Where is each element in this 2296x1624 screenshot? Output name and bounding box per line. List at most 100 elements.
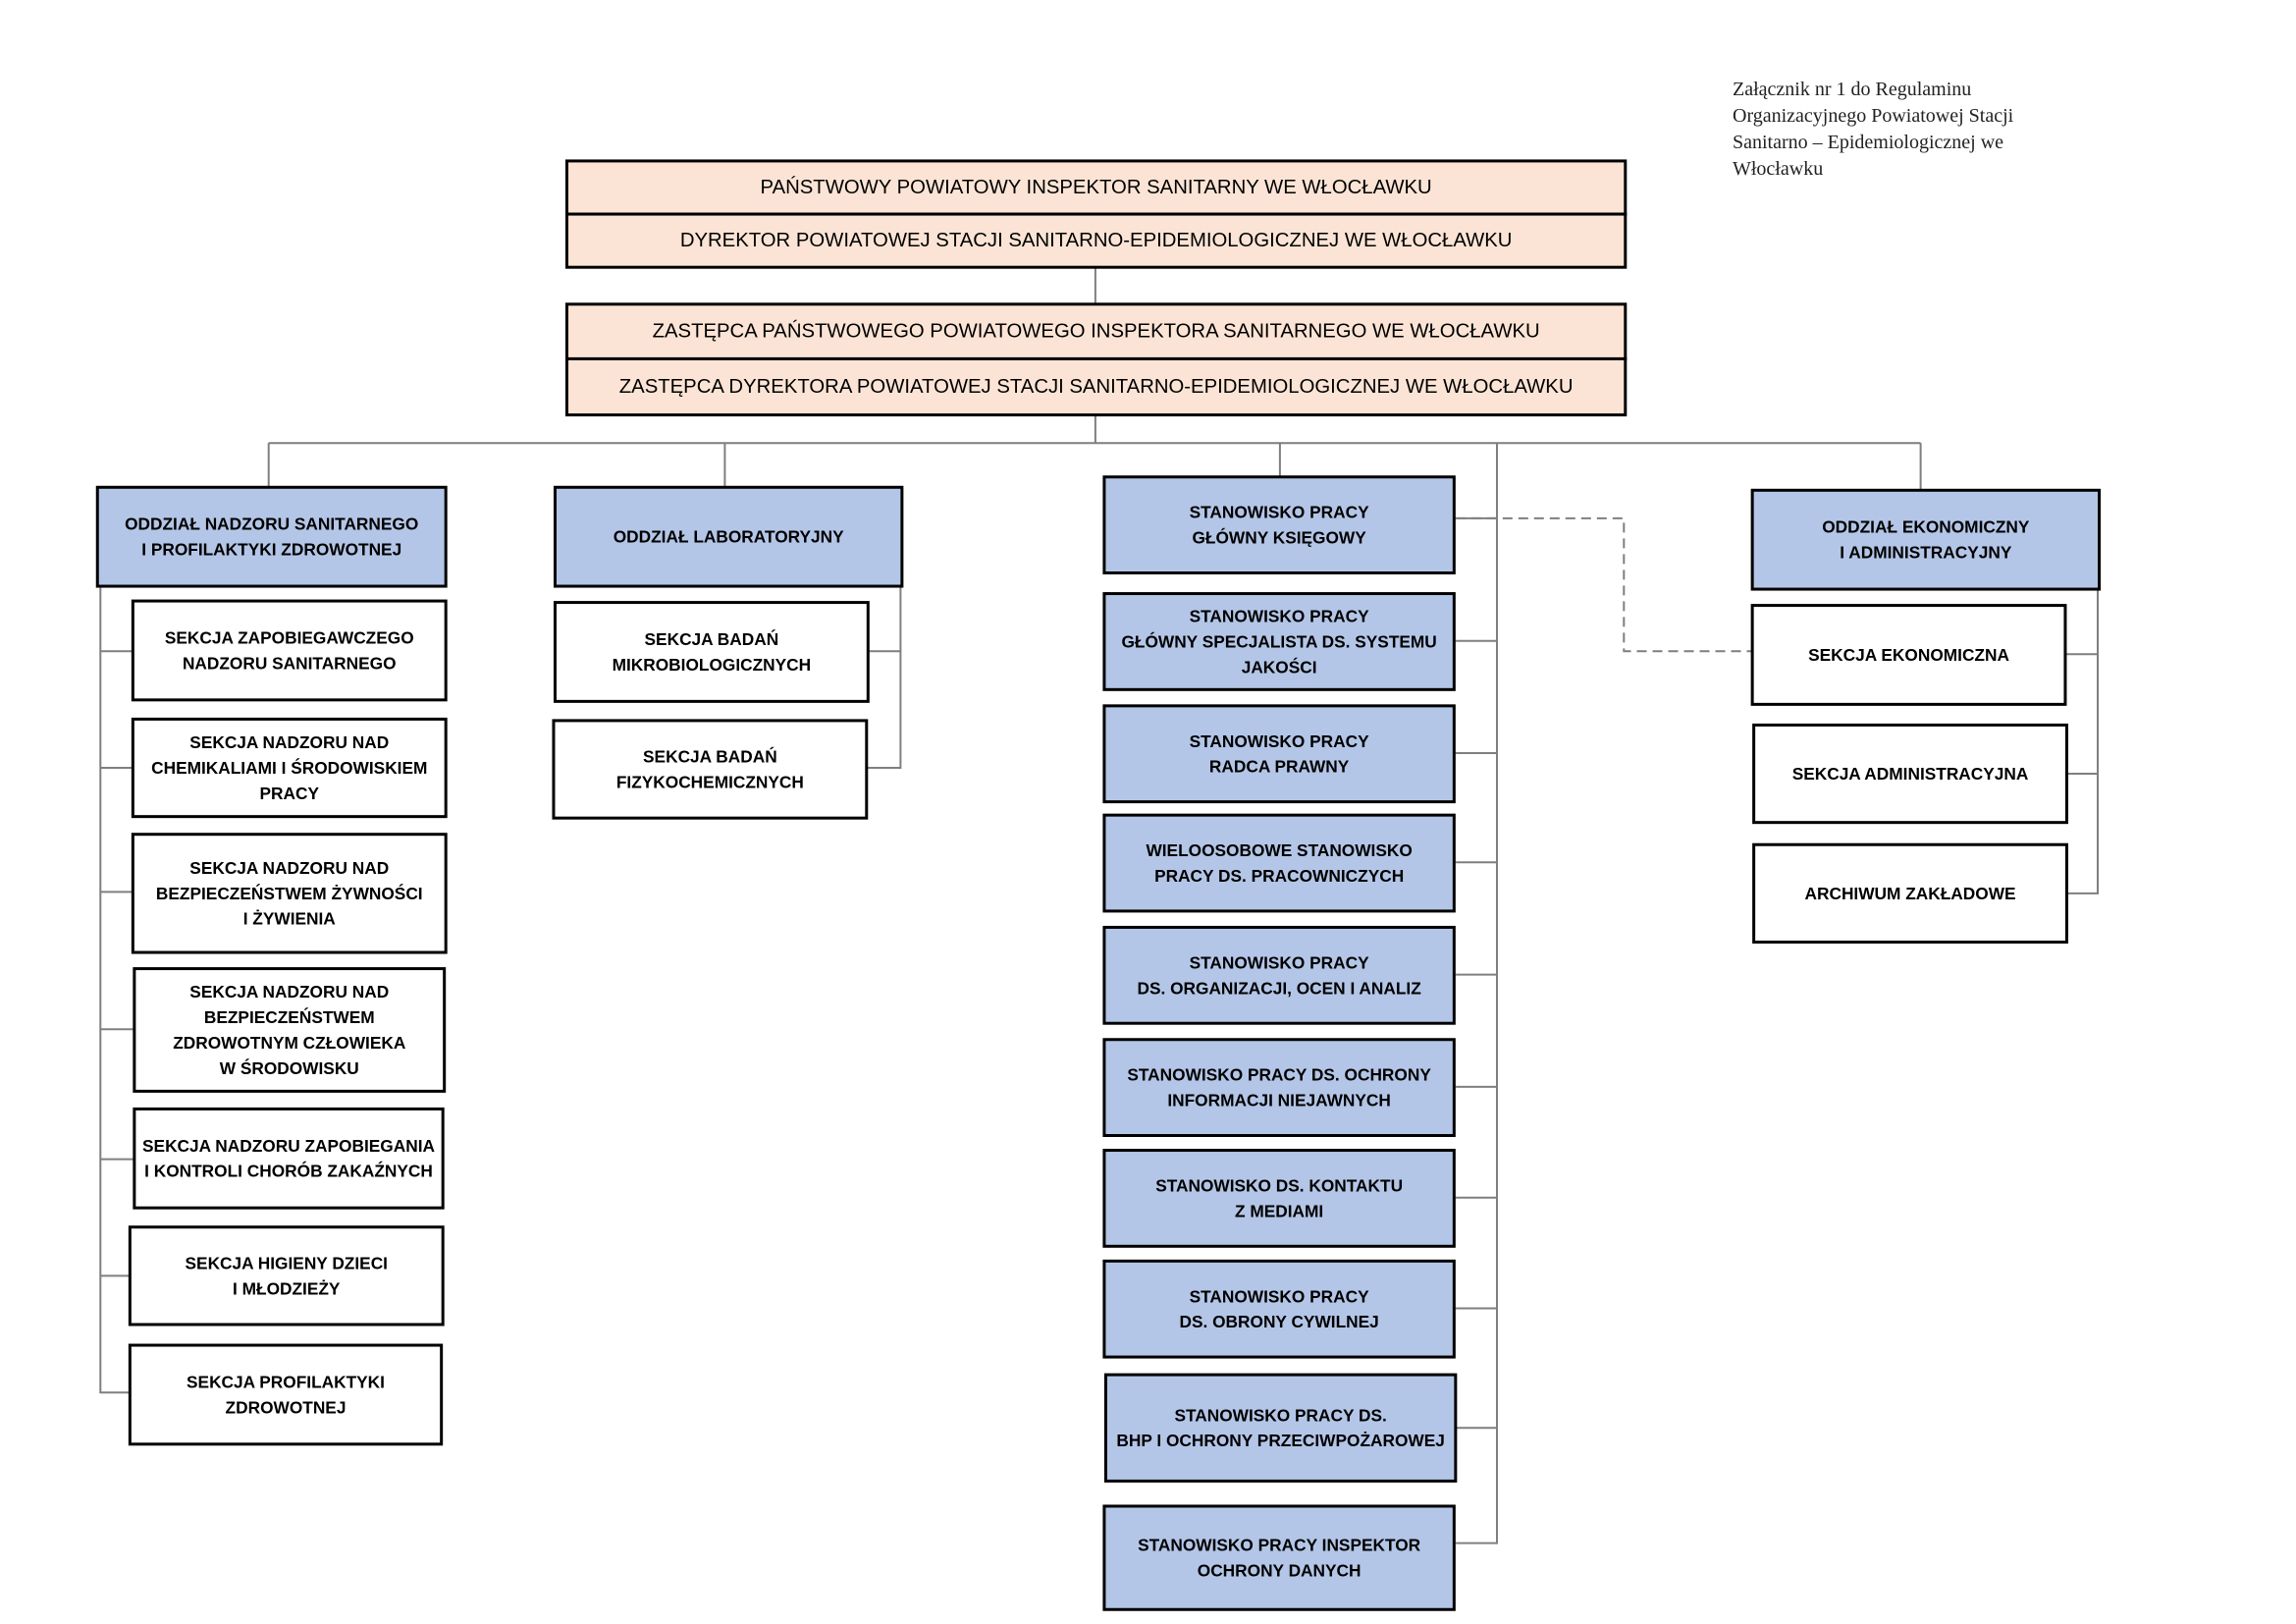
deputy-title-box: ZASTĘPCA PAŃSTWOWEGO POWIATOWEGO INSPEKT… [564, 302, 1628, 360]
sanitary-section-box-label: CHEMIKALIAMI I ŚRODOWISKIEM [151, 758, 427, 778]
economic-department-box-label: ODDZIAŁ EKONOMICZNY [1822, 517, 2030, 537]
sanitary-section-box-label: NADZORU SANITARNEGO [183, 653, 397, 673]
standalone-position-box-label: GŁÓWNY KSIĘGOWY [1192, 528, 1366, 548]
standalone-position-box-frame [1102, 475, 1456, 575]
economic-section-box-frame [1752, 723, 2068, 825]
economic-section-box-label: SEKCJA ADMINISTRACYJNA [1792, 764, 2029, 784]
chief-accountant-dashed-link [1455, 516, 1753, 653]
sanitary-department-box: ODDZIAŁ NADZORU SANITARNEGO I PROFILAKTYK… [95, 485, 448, 588]
standalone-position-box-label: Z MEDIAMI [1235, 1201, 1323, 1220]
standalone-position-box-label: STANOWISKO PRACY INSPEKTOR [1138, 1536, 1421, 1555]
economic-department-box-frame [1750, 488, 2102, 591]
standalone-position-box: STANOWISKO PRACY DS. OCHRONY INFORMACJI N… [1102, 1038, 1456, 1137]
standalone-position-box: STANOWISKO PRACY GŁÓWNY KSIĘGOWY [1102, 475, 1456, 575]
director-title-box-label: PAŃSTWOWY POWIATOWY INSPEKTOR SANITARNY … [761, 176, 1432, 198]
standalone-position-box-frame [1102, 1149, 1456, 1248]
sanitary-department-box-frame [95, 485, 448, 588]
sanitary-department-box-label: ODDZIAŁ NADZORU SANITARNEGO [125, 514, 418, 534]
sanitary-section-box-label: BEZPIECZEŃSTWEM ŻYWNOŚCI [156, 884, 423, 903]
economic-section-box: SEKCJA EKONOMICZNA [1750, 604, 2067, 706]
sanitary-section-box-label: SEKCJA ZAPOBIEGAWCZEGO [165, 628, 414, 648]
annex-note-line: Sanitarno – Epidemiologicznej we [1733, 132, 2004, 153]
sanitary-section-box-label: W ŚRODOWISKU [220, 1058, 359, 1078]
sanitary-section-box-frame [131, 599, 448, 702]
annex-note: Załącznik nr 1 do Regulaminu Organizacyj… [1733, 77, 2086, 183]
sanitary-section-box-label: SEKCJA NADZORU NAD [189, 982, 389, 1001]
standalone-position-box-label: BHP I OCHRONY PRZECIWPOŻAROWEJ [1116, 1431, 1444, 1450]
sanitary-department-box-label: I PROFILAKTYKI ZDROWOTNEJ [141, 540, 401, 560]
standalone-position-box: STANOWISKO PRACY DS. ORGANIZACJI, OCEN I … [1102, 925, 1456, 1025]
laboratory-section-box-frame [552, 719, 869, 820]
laboratory-department-box-frame [553, 485, 904, 588]
standalone-position-box-label: GŁÓWNY SPECJALISTA DS. SYSTEMU [1121, 631, 1436, 651]
laboratory-section-box-frame [553, 601, 870, 703]
economic-section-box: SEKCJA ADMINISTRACYJNA [1752, 723, 2068, 825]
director-title-box-frame [564, 159, 1628, 216]
standalone-position-box: STANOWISKO DS. KONTAKTU Z MEDIAMI [1102, 1149, 1456, 1248]
laboratory-spine [866, 586, 902, 769]
sanitary-section-box: SEKCJA ZAPOBIEGAWCZEGO NADZORU SANITARNEG… [131, 599, 448, 702]
economic-section-box-label: SEKCJA EKONOMICZNA [1808, 645, 2009, 665]
annex-note-line: Załącznik nr 1 do Regulaminu [1733, 79, 1972, 100]
standalone-position-box-frame [1102, 813, 1456, 913]
standalone-position-box-label: OCHRONY DANYCH [1198, 1561, 1362, 1581]
sanitary-section-box-label: I ŻYWIENIA [243, 909, 337, 929]
sanitary-section-box-label: SEKCJA NADZORU ZAPOBIEGANIA [142, 1136, 435, 1156]
economic-section-box: ARCHIWUM ZAKŁADOWE [1752, 842, 2068, 944]
economic-section-box-frame [1752, 842, 2068, 944]
sanitary-section-box-label: SEKCJA NADZORU NAD [189, 858, 389, 878]
standalone-position-box-frame [1102, 592, 1456, 691]
standalone-position-box-frame [1102, 1504, 1456, 1611]
sanitary-section-box-label: ZDROWOTNEJ [226, 1397, 347, 1417]
sanitary-section-box-frame [133, 967, 447, 1093]
standalone-position-box-label: DS. ORGANIZACJI, OCEN I ANALIZ [1137, 978, 1421, 998]
standalone-position-box: STANOWISKO PRACY GŁÓWNY SPECJALISTA DS. S… [1102, 592, 1456, 691]
standalone-position-box-label: STANOWISKO PRACY DS. [1174, 1405, 1386, 1425]
sanitary-section-box-label: BEZPIECZEŃSTWEM [204, 1007, 375, 1027]
sanitary-section-box-label: SEKCJA HIGIENY DZIECI [186, 1253, 388, 1272]
standalone-position-box-frame [1102, 1038, 1456, 1137]
sanitary-section-box-frame [131, 833, 448, 954]
sanitary-section-box-frame [128, 1225, 445, 1326]
annex-note-line: Organizacyjnego Powiatowej Stacji [1733, 105, 2014, 127]
economic-section-box-label: ARCHIWUM ZAKŁADOWE [1805, 884, 2016, 903]
deputy-title-box: ZASTĘPCA DYREKTORA POWIATOWEJ STACJI SAN… [564, 356, 1628, 417]
deputy-title-box-label: ZASTĘPCA DYREKTORA POWIATOWEJ STACJI SAN… [619, 376, 1574, 398]
annex-note-line: Włocławku [1733, 158, 1824, 180]
laboratory-department-box-label: ODDZIAŁ LABORATORYJNY [614, 527, 844, 547]
economic-section-box-frame [1750, 604, 2067, 706]
standalone-position-box: STANOWISKO PRACY DS. BHP I OCHRONY PRZECI… [1103, 1373, 1458, 1483]
sanitary-section-box-frame [128, 1343, 444, 1446]
sanitary-section-box: SEKCJA NADZORU NAD BEZPIECZEŃSTWEM ŻYWNOŚ… [131, 833, 448, 954]
deputy-title-box-frame [564, 356, 1628, 417]
standalone-position-box-label: STANOWISKO PRACY [1190, 503, 1370, 522]
standalone-position-box-label: INFORMACJI NIEJAWNYCH [1167, 1091, 1391, 1110]
standalone-position-box-frame [1102, 925, 1456, 1025]
director-title-box: PAŃSTWOWY POWIATOWY INSPEKTOR SANITARNY … [564, 159, 1628, 216]
laboratory-section-box-label: MIKROBIOLOGICZNYCH [613, 655, 812, 675]
deputy-title-box-frame [564, 302, 1628, 360]
sanitary-section-box: SEKCJA NADZORU ZAPOBIEGANIA I KONTROLI CH… [133, 1107, 445, 1210]
economic-department-box-label: I ADMINISTRACYJNY [1840, 543, 2012, 563]
sanitary-section-box-label: I KONTROLI CHORÓB ZAKAŹNYCH [144, 1162, 433, 1181]
standalone-position-box-label: STANOWISKO PRACY [1190, 952, 1370, 972]
standalone-position-box-label: STANOWISKO PRACY DS. OCHRONY [1127, 1065, 1431, 1085]
director-title-box-frame [564, 212, 1628, 269]
standalone-position-box-label: STANOWISKO PRACY [1190, 607, 1370, 626]
sanitary-section-box-frame [133, 1107, 445, 1210]
standalone-position-box-label: STANOWISKO DS. KONTAKTU [1155, 1175, 1403, 1195]
standalone-position-box-label: RADCA PRAWNY [1209, 757, 1350, 777]
standalone-position-box-label: PRACY DS. PRACOWNICZYCH [1154, 866, 1404, 886]
laboratory-department-box: ODDZIAŁ LABORATORYJNY [553, 485, 904, 588]
standalone-position-box-frame [1102, 704, 1456, 804]
standalone-position-box-label: DS. OBRONY CYWILNEJ [1180, 1312, 1379, 1331]
